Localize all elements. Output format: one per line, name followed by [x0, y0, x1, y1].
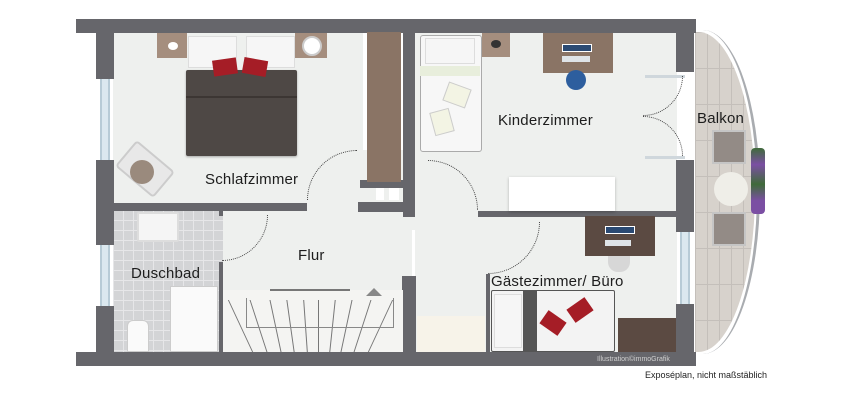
wardrobe-drawer-2: [389, 188, 399, 200]
balcony-chair-2: [712, 212, 746, 246]
room-label-balkon: Balkon: [697, 110, 745, 127]
illustration-credit: Illustration©immoGrafik: [597, 356, 670, 363]
kids-lamp-icon: [491, 40, 501, 48]
flower-box: [751, 148, 765, 214]
kids-low-shelf: [509, 177, 615, 211]
single-bed-pillow: [425, 38, 475, 64]
office-chair: [608, 256, 630, 272]
balcony-chair-1: [712, 130, 746, 164]
guest-bed-headboard: [523, 290, 537, 352]
wall-left-1: [96, 19, 114, 79]
wardrobe: [367, 32, 401, 182]
wall-schrank-foot: [358, 202, 403, 212]
room-label-kinderzimmer: Kinderzimmer: [498, 112, 593, 129]
balcony-door-frame-bottom: [645, 156, 685, 159]
wall-kinder-gaeste: [478, 211, 678, 217]
kids-desk: [543, 33, 613, 73]
kids-chair: [566, 70, 586, 90]
side-table: [130, 160, 154, 184]
office-desk: [585, 216, 655, 256]
wall-flur-stairs-right: [402, 276, 416, 352]
sink: [137, 212, 179, 242]
room-label-schlafzimmer: Schlafzimmer: [205, 171, 299, 188]
scale-footnote: Exposéplan, nicht maßstäblich: [645, 370, 768, 380]
room-label-flur: Flur: [298, 247, 325, 264]
wall-right-3: [676, 304, 694, 366]
lamp-left-icon: [168, 42, 178, 50]
stair-line-6: [318, 300, 319, 352]
shower-tray: [170, 286, 218, 352]
wall-schlafzimmer-flur: [113, 203, 307, 211]
office-keyboard-icon: [605, 240, 631, 246]
room-label-gaestezimmer: Gästezimmer/ Büro: [491, 273, 624, 290]
bed-fold: [186, 96, 297, 98]
wall-schrank-column: [403, 32, 415, 217]
guest-sideboard: [618, 318, 676, 352]
lamp-right-icon: [302, 36, 322, 56]
toilet: [127, 320, 149, 352]
room-label-duschbad: Duschbad: [131, 265, 201, 282]
window-schlafzimmer: [100, 79, 110, 160]
guest-bed-pillow: [494, 294, 522, 348]
stair-landing-edge: [270, 289, 350, 291]
wall-bottom: [76, 352, 696, 366]
cushion-red-1: [212, 57, 238, 77]
office-monitor-icon: [605, 226, 635, 234]
wall-gaeste-left: [486, 274, 490, 352]
window-duschbad: [100, 245, 110, 306]
wall-bad-flur: [219, 262, 223, 352]
double-bed: [186, 70, 297, 156]
wall-bad-flur-top: [219, 210, 223, 216]
wall-left-3: [96, 306, 114, 366]
kids-monitor-icon: [562, 44, 592, 52]
wall-right-2: [676, 160, 694, 232]
window-gaestezimmer: [680, 232, 690, 304]
wall-right-1: [676, 19, 694, 72]
single-bed-blanket-edge: [420, 66, 480, 76]
wall-left-2: [96, 160, 114, 245]
stair-arrow-icon: [366, 288, 382, 296]
stair-handrail: [246, 298, 394, 328]
balcony-door-swing-1: [643, 76, 683, 116]
wardrobe-drawer-1: [376, 188, 384, 200]
kids-keyboard-icon: [562, 56, 590, 62]
wall-schrank-base: [360, 180, 415, 188]
balcony-table: [714, 172, 748, 206]
balcony-door-swing-2: [643, 116, 683, 156]
wall-top: [76, 19, 696, 33]
storage-niche: [417, 316, 485, 352]
